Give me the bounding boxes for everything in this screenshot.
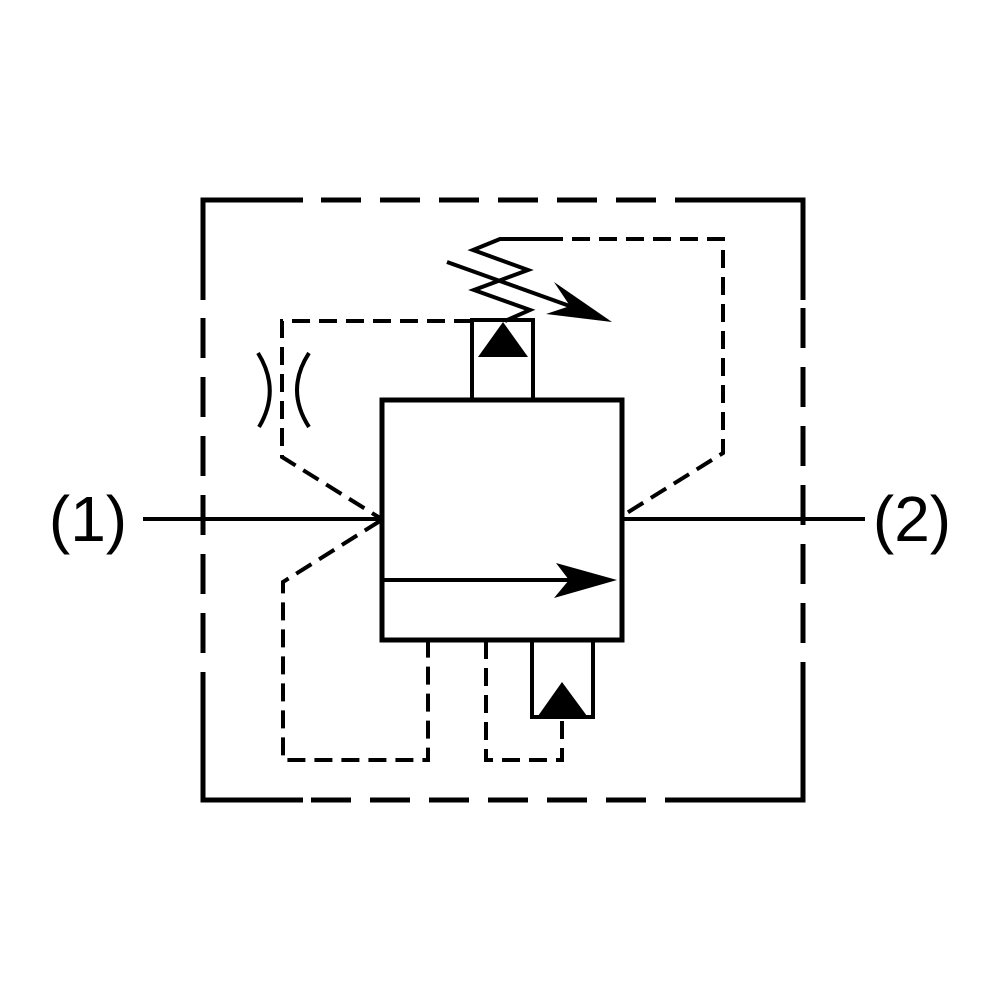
pilot-line-upper-left <box>280 319 472 520</box>
adjustability-arrowhead-icon <box>546 282 612 322</box>
flow-arrow-icon <box>554 563 617 598</box>
adjustability-arrow <box>446 260 612 322</box>
adjustability-arrow-shaft <box>446 260 579 311</box>
pilot-line-right <box>545 237 725 518</box>
valve-body-square <box>379 397 625 643</box>
check-poppet-triangle-icon <box>538 682 587 716</box>
orifice-symbol <box>256 351 311 429</box>
enclosure-boundary <box>200 197 806 803</box>
main-valve-body <box>379 397 625 643</box>
check-poppet <box>530 638 595 719</box>
check-poppet-box <box>530 638 595 719</box>
port-1-label: (1) <box>49 483 127 555</box>
pilot-poppet-box <box>470 318 535 402</box>
pilot-poppet-triangle-icon <box>478 322 528 357</box>
drain-line-bottom <box>484 641 564 762</box>
orifice-right-arc <box>295 351 311 429</box>
enclosure-corner-segments <box>200 197 806 803</box>
enclosure-dashed-rect <box>200 197 806 803</box>
port-2-label: (2) <box>873 483 951 555</box>
port-2: (2) <box>622 483 951 555</box>
pilot-poppet <box>470 318 535 402</box>
port-1: (1) <box>49 483 382 555</box>
orifice-left-arc <box>256 351 272 429</box>
spring-icon <box>467 237 545 323</box>
